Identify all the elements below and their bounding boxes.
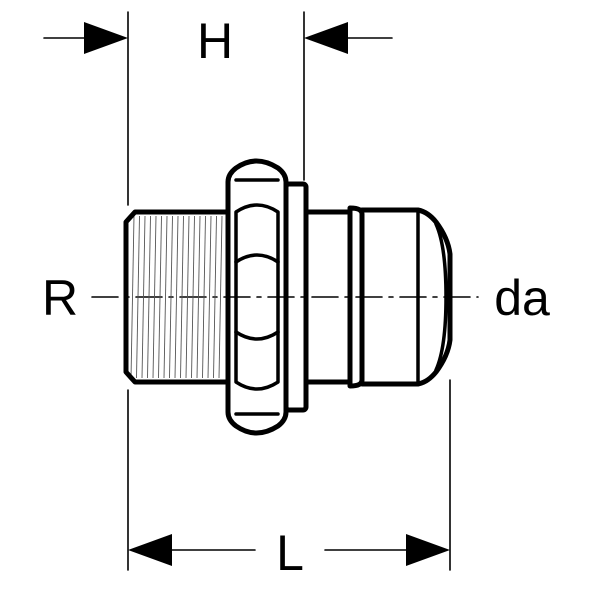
arrow-L-right bbox=[406, 534, 450, 566]
thread-line bbox=[202, 215, 206, 379]
thread-line bbox=[158, 215, 162, 379]
thread-line bbox=[152, 215, 157, 379]
hex-nut-outline bbox=[225, 158, 289, 436]
label-R: R bbox=[42, 270, 78, 326]
arrow-L-left bbox=[128, 534, 172, 566]
thread-line bbox=[207, 215, 212, 379]
label-L: L bbox=[276, 525, 304, 581]
thread-line bbox=[147, 215, 151, 379]
press-ring-left bbox=[347, 205, 365, 389]
hex-nut bbox=[225, 158, 289, 436]
thread-line bbox=[218, 215, 223, 379]
hex-nut-edges bbox=[234, 253, 280, 341]
dimension-L: L bbox=[127, 379, 451, 581]
press-sleeve bbox=[359, 207, 453, 387]
thread-line bbox=[163, 215, 168, 379]
thread-line bbox=[169, 215, 173, 379]
thread-lines bbox=[130, 215, 223, 379]
thread-line bbox=[191, 215, 195, 379]
arrow-H-left bbox=[84, 22, 128, 54]
thread-line bbox=[130, 215, 135, 379]
hex-nut-chamfer-lines bbox=[234, 178, 280, 416]
threaded-end-outline bbox=[123, 209, 231, 385]
press-end bbox=[303, 205, 453, 389]
thread-line bbox=[141, 215, 146, 379]
label-H: H bbox=[197, 13, 233, 69]
label-da: da bbox=[494, 270, 550, 326]
hex-nut-face bbox=[234, 203, 280, 391]
dimension-H: H bbox=[43, 11, 393, 206]
thread-line bbox=[196, 215, 201, 379]
threaded-end bbox=[123, 209, 231, 385]
thread-line bbox=[213, 215, 217, 379]
thread-line bbox=[174, 215, 179, 379]
sleeve-bead bbox=[434, 222, 448, 372]
thread-line bbox=[185, 215, 190, 379]
arrow-H-right bbox=[304, 22, 348, 54]
thread-line bbox=[136, 215, 140, 379]
thread-line bbox=[180, 215, 184, 379]
